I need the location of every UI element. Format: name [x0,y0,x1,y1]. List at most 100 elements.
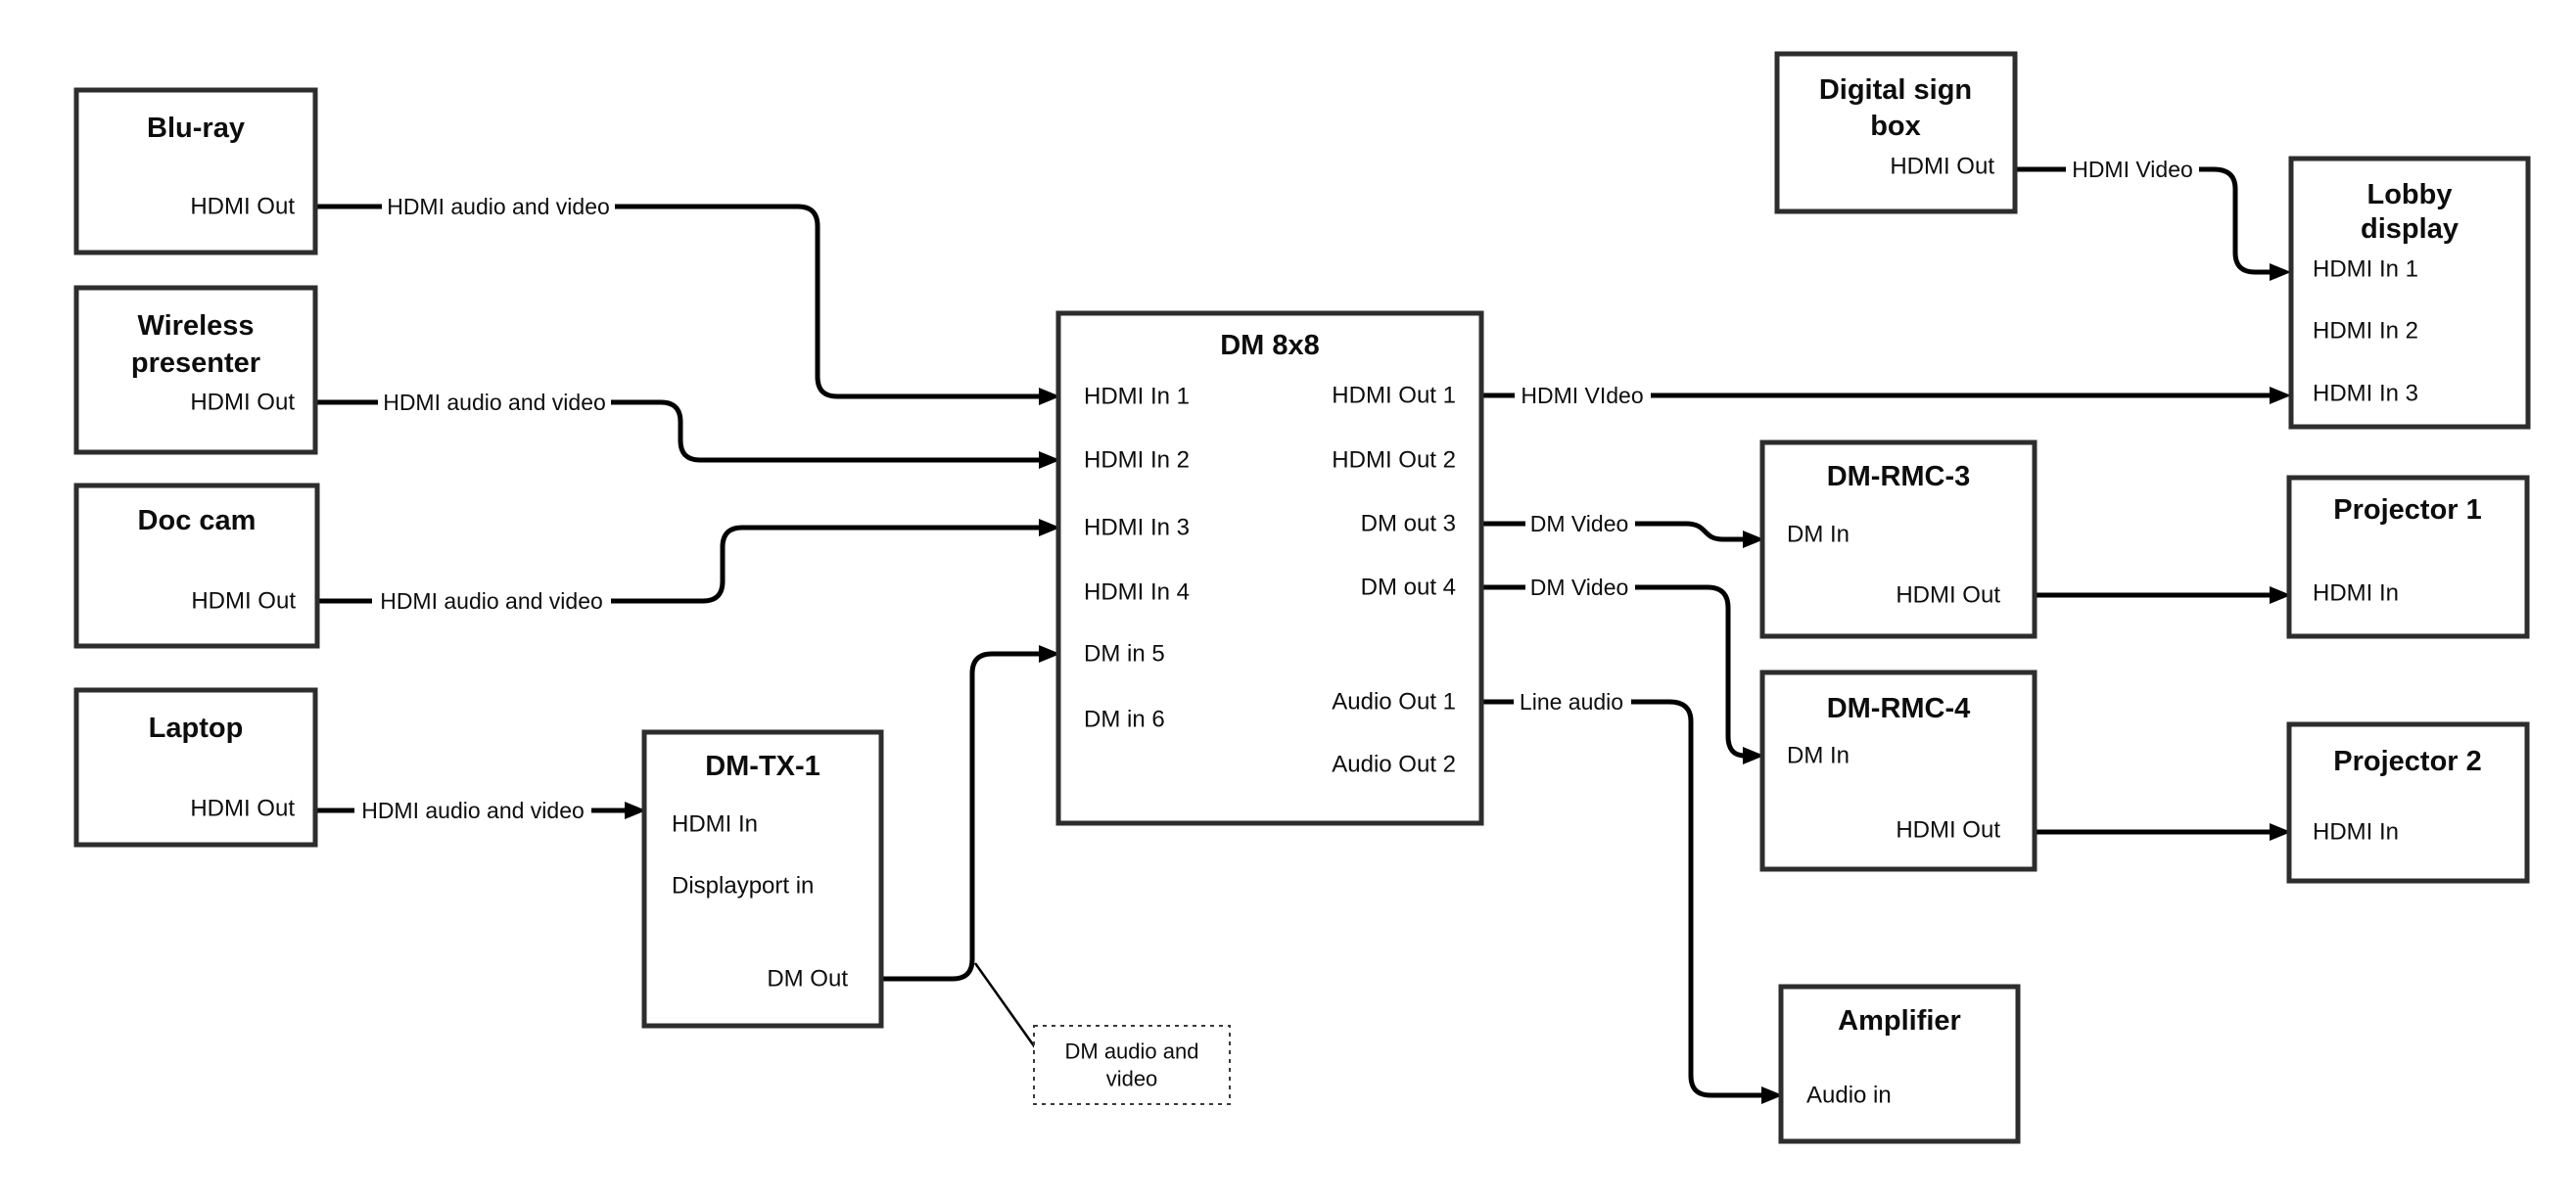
node-dm-8x8-port-dm-in-6: DM in 6 [1084,707,1165,733]
node-dm-8x8-port-dm-out-3: DM out 3 [1361,511,1456,537]
node-doc-cam-box [73,483,320,649]
node-wireless-presenter-title-line2: presenter [131,347,260,379]
edge-dmout3-to-rmc3 [1635,521,1743,542]
node-bluray-box [73,87,318,255]
node-dm-rmc-4-port-dm-in: DM In [1787,743,1850,769]
edge-label-dm-video-2: DM Video [1530,575,1629,600]
arrowhead-into-rmc4-dm-in [1743,747,1764,764]
node-amplifier: Amplifier Audio in [1778,984,2021,1144]
node-bluray-title: Blu-ray [147,113,245,144]
node-dm-8x8: DM 8x8 HDMI In 1 HDMI In 2 HDMI In 3 HDM… [1055,310,1484,826]
node-projector-1-port-hdmi-in: HDMI In [2313,580,2399,607]
edge-label-bluray: HDMI audio and video [387,194,610,219]
node-dm-rmc-3-box [1759,439,2037,639]
node-doc-cam-title: Doc cam [138,505,257,536]
edge-dmout4-to-rmc4 [1635,584,1746,759]
node-dm-8x8-port-dm-out-4: DM out 4 [1361,575,1456,601]
node-dm-rmc-4-port-hdmi-out: HDMI Out [1896,817,2000,844]
edge-digsign-to-lobby [2199,166,2270,275]
note-box [1033,1025,1231,1105]
node-dm-tx-1-port-hdmi-in: HDMI In [672,811,758,838]
node-lobby-display-port-hdmi-in-3: HDMI In 3 [2313,381,2418,407]
node-lobby-display-port-hdmi-in-1: HDMI In 1 [2313,256,2418,283]
node-projector-1: Projector 1 HDMI In [2286,475,2530,639]
node-lobby-display-title-line1: Lobby [2367,179,2453,210]
node-wireless-presenter-box [73,285,318,455]
node-amplifier-title: Amplifier [1838,1005,1961,1037]
node-dm-8x8-port-hdmi-in-1: HDMI In 1 [1084,384,1190,410]
node-digital-sign-box-title-line1: Digital sign [1819,74,1972,106]
node-dm-8x8-port-audio-out-2: Audio Out 2 [1332,752,1456,778]
arrowhead-into-lobby-hdmi-in-3 [2270,387,2291,404]
arrowhead-into-rmc3-dm-in [1743,531,1764,548]
node-projector-1-box [2286,475,2530,639]
edge-label-hdmi-video-typo: HDMI VIdeo [1521,383,1643,408]
node-digital-sign-box-box [1774,51,2018,214]
node-dm-tx-1-title: DM-TX-1 [705,751,820,782]
node-wireless-presenter: Wireless presenter HDMI Out [73,285,318,455]
arrowhead-into-dm-in-5 [1039,645,1060,663]
arrowhead-into-hdmi-in-3 [1039,519,1060,536]
node-amplifier-port-audio-in: Audio in [1806,1083,1892,1109]
node-dm-tx-1: DM-TX-1 HDMI In Displayport in DM Out [641,729,884,1029]
node-digital-sign-box-title-line2: box [1870,111,1921,142]
node-projector-2-box [2286,721,2530,884]
edge-label-doccam: HDMI audio and video [380,588,603,614]
node-dm-rmc-3-title: DM-RMC-3 [1827,461,1971,492]
arrowhead-into-dmtx1-hdmi-in [625,802,646,819]
arrowhead-into-hdmi-in-2 [1039,451,1060,469]
edges-layer: HDMI audio and video HDMI audio and vide… [315,157,2291,1104]
node-projector-2: Projector 2 HDMI In [2286,721,2530,884]
edge-bluray-to-dm8x8 [615,204,1039,399]
node-projector-1-title: Projector 1 [2333,494,2482,526]
node-projector-2-port-hdmi-in: HDMI In [2313,819,2399,846]
node-dm-8x8-port-hdmi-out-1: HDMI Out 1 [1332,383,1456,409]
node-dm-8x8-port-hdmi-in-4: HDMI In 4 [1084,579,1190,606]
edge-dmtx1-to-dm8x8 [881,651,1039,982]
node-digital-sign-box-port-hdmi-out: HDMI Out [1890,154,1994,180]
node-lobby-display-box [2288,156,2531,430]
arrowhead-into-lobby-hdmi-in-1 [2270,263,2291,281]
node-amplifier-box [1778,984,2021,1144]
note-dm-audio-and-video: DM audio and video [973,962,1231,1105]
arrowhead-into-hdmi-in-1 [1039,388,1060,405]
edge-label-wireless: HDMI audio and video [383,390,606,415]
note-text-line1: DM audio and [1065,1039,1199,1064]
node-lobby-display: Lobby display HDMI In 1 HDMI In 2 HDMI I… [2288,156,2531,430]
node-bluray-port-hdmi-out: HDMI Out [190,194,295,220]
node-dm-8x8-port-audio-out-1: Audio Out 1 [1332,689,1456,716]
node-doc-cam-port-hdmi-out: HDMI Out [191,588,296,615]
node-dm-8x8-box [1055,310,1484,826]
edge-wireless-to-dm8x8 [611,399,1039,463]
node-dm-tx-1-port-dm-out: DM Out [767,966,848,993]
arrowhead-into-projector1-hdmi-in [2270,586,2291,604]
node-dm-8x8-port-hdmi-in-3: HDMI In 3 [1084,515,1190,541]
node-dm-rmc-3-port-dm-in: DM In [1787,522,1850,548]
node-dm-8x8-title: DM 8x8 [1220,330,1320,361]
edge-label-laptop: HDMI audio and video [361,798,585,823]
node-dm-rmc-4: DM-RMC-4 DM In HDMI Out [1759,670,2037,872]
node-doc-cam: Doc cam HDMI Out [73,483,320,649]
node-dm-rmc-4-box [1759,670,2037,872]
edge-label-dm-video-1: DM Video [1530,511,1629,536]
node-bluray: Blu-ray HDMI Out [73,87,318,255]
node-dm-8x8-port-hdmi-in-2: HDMI In 2 [1084,447,1190,474]
node-lobby-display-port-hdmi-in-2: HDMI In 2 [2313,318,2418,345]
node-laptop-title: Laptop [149,713,244,744]
node-dm-8x8-port-dm-in-5: DM in 5 [1084,641,1165,668]
arrowhead-into-projector2-hdmi-in [2270,823,2291,841]
node-dm-8x8-port-hdmi-out-2: HDMI Out 2 [1332,447,1456,474]
edge-doccam-to-dm8x8 [611,525,1039,604]
node-wireless-presenter-title-line1: Wireless [137,310,254,342]
node-wireless-presenter-port-hdmi-out: HDMI Out [190,390,295,416]
node-dm-tx-1-port-displayport-in: Displayport in [672,873,814,900]
node-laptop: Laptop HDMI Out [73,687,318,848]
arrowhead-into-amplifier-audio-in [1761,1086,1783,1104]
note-callout-line [973,962,1037,1048]
node-dm-tx-1-box [641,729,884,1029]
edge-label-hdmi-video: HDMI Video [2072,157,2193,182]
edge-label-line-audio: Line audio [1520,689,1623,715]
node-lobby-display-title-line2: display [2361,213,2459,245]
node-dm-rmc-3: DM-RMC-3 DM In HDMI Out [1759,439,2037,639]
